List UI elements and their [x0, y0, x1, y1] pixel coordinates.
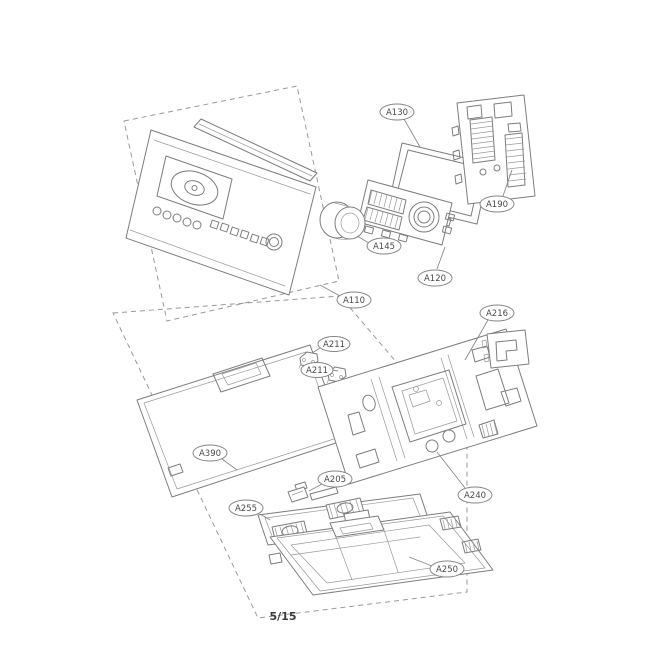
main-pcb-housing [451, 94, 536, 205]
callout-a211-bottom: A211 [300, 362, 339, 378]
dashed-region-bottom [112, 295, 468, 619]
dispenser-panel [317, 328, 538, 485]
callout-a240: A240 [436, 451, 493, 504]
callout-a145-label: A145 [373, 242, 395, 252]
knob [319, 201, 366, 240]
callout-a216: A216 [464, 304, 515, 361]
pcb-cover [481, 329, 530, 369]
dashed-region-top [123, 85, 340, 322]
callout-a390: A390 [192, 444, 238, 471]
control-panel-assembly [125, 118, 318, 296]
callout-a211-bottom-label: A211 [306, 366, 328, 376]
callout-a250-label: A250 [436, 565, 458, 575]
page-indicator: 5/15 [270, 610, 297, 623]
callout-a120-label: A120 [424, 274, 446, 284]
callout-a130-label: A130 [386, 108, 408, 118]
callout-a110: A110 [319, 284, 372, 309]
callout-a205: A205 [308, 470, 353, 492]
callout-a190-label: A190 [486, 200, 508, 210]
siphon-cap [287, 481, 339, 503]
callout-a255: A255 [228, 499, 271, 521]
callout-a145: A145 [356, 235, 402, 255]
callout-a211-top-label: A211 [323, 340, 345, 350]
callout-a216-label: A216 [486, 309, 508, 319]
callout-a130: A130 [379, 103, 421, 148]
callout-a255-label: A255 [235, 504, 257, 514]
callout-a240-label: A240 [464, 491, 486, 501]
display-pcb [357, 179, 456, 246]
callout-a390-label: A390 [199, 449, 221, 459]
callout-a250: A250 [408, 556, 465, 578]
callout-a190: A190 [479, 169, 515, 213]
callout-a211-top: A211 [311, 336, 351, 354]
callout-a120: A120 [417, 246, 453, 287]
callout-a205-label: A205 [324, 475, 346, 485]
callout-a110-label: A110 [343, 296, 365, 306]
